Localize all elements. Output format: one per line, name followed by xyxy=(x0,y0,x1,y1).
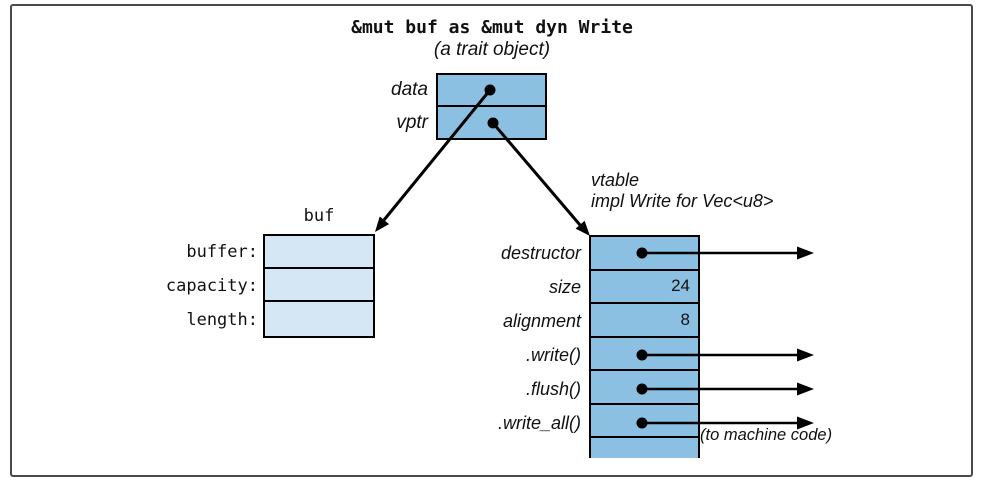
vtable-row-label-alignment: alignment xyxy=(502,310,581,331)
buf-field-label-length: length: xyxy=(186,309,258,330)
vtable-row-label-flush: .flush() xyxy=(525,378,581,399)
trait-cell-data xyxy=(438,75,545,107)
vtable-row-label-size: size xyxy=(548,276,581,297)
vtable-row-size: 24 xyxy=(591,270,698,304)
vtable-heading: vtable impl Write for Vec<u8> xyxy=(591,170,891,212)
machine-code-note: (to machine code) xyxy=(700,426,833,444)
figure-title: &mut buf as &mut dyn Write xyxy=(351,17,633,38)
trait-object-box xyxy=(436,73,547,140)
buf-struct-title: buf xyxy=(303,206,335,226)
vtable-row-label-destructor: destructor xyxy=(500,242,581,263)
vtable-value-alignment: 8 xyxy=(680,309,690,329)
vtable-heading-line1: vtable xyxy=(591,170,640,190)
trait-cell-vptr xyxy=(438,107,545,137)
buf-cell-length xyxy=(265,302,373,333)
buf-cell-capacity xyxy=(265,269,373,302)
trait-field-label-vptr: vptr xyxy=(396,112,428,133)
figure-subtitle: (a trait object) xyxy=(433,39,551,60)
vtable-row-continuation xyxy=(591,438,698,458)
buf-field-label-buffer: buffer: xyxy=(186,241,258,262)
vtable-row-label-write: .write() xyxy=(526,344,581,365)
vtable-row-flush xyxy=(591,371,698,405)
vtable-row-label-write-all: .write_all() xyxy=(497,412,581,433)
vtable-row-write-all xyxy=(591,404,698,438)
buf-field-label-capacity: capacity: xyxy=(165,275,258,296)
buf-struct-box xyxy=(263,234,375,338)
vtable-value-size: 24 xyxy=(671,276,690,296)
vtable-box: 24 8 xyxy=(589,235,700,458)
vtable-heading-line2: impl Write for Vec<u8> xyxy=(591,191,774,211)
vtable-row-write xyxy=(591,337,698,371)
trait-field-label-data: data xyxy=(391,79,428,100)
buf-cell-buffer xyxy=(265,236,373,269)
vtable-row-destructor xyxy=(591,237,698,271)
vtable-row-alignment: 8 xyxy=(591,304,698,338)
